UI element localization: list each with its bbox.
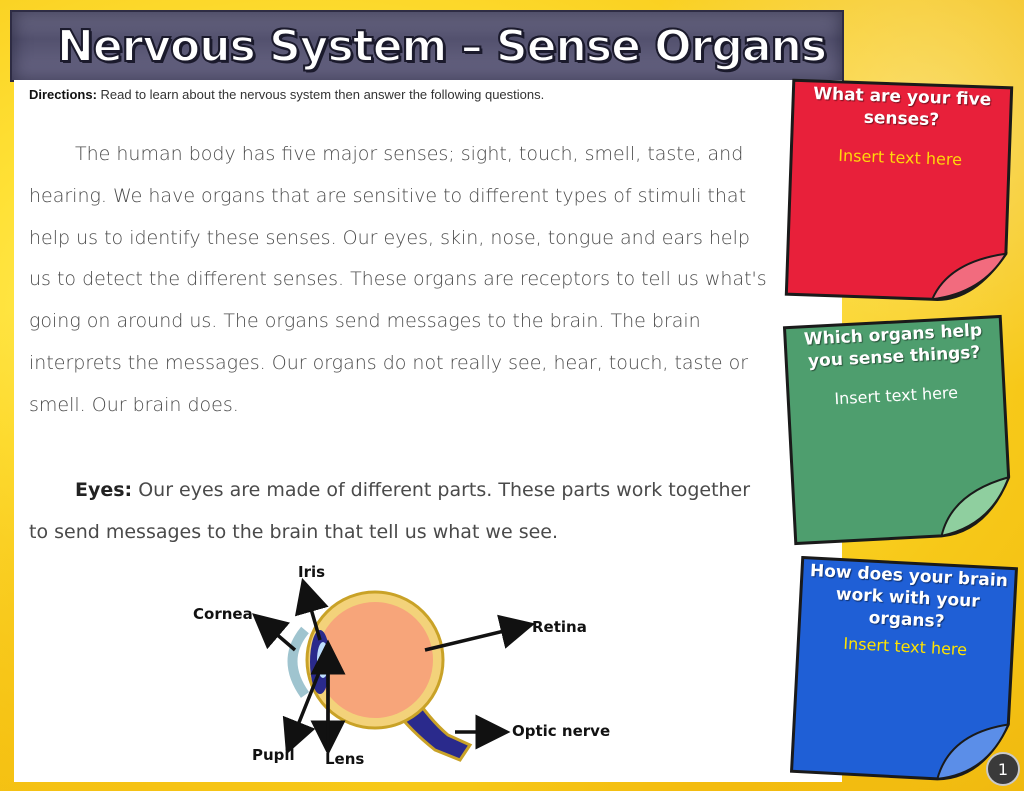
directions-label: Directions: (29, 87, 97, 102)
eye-interior (317, 602, 433, 718)
sticky-note-brain: How does your brain work with your organ… (787, 553, 1020, 786)
label-cornea: Cornea (193, 605, 253, 623)
intro-paragraph: The human body has five major senses; si… (29, 134, 774, 427)
eye-diagram (180, 560, 630, 775)
label-iris: Iris (298, 563, 326, 581)
title-banner: Nervous System – Sense Organs (10, 10, 844, 82)
eyes-paragraph: Eyes: Our eyes are made of different par… (29, 470, 774, 553)
note-question: What are your five senses? (812, 83, 992, 131)
directions-text: Read to learn about the nervous system t… (96, 87, 545, 102)
eyes-text: Our eyes are made of different parts. Th… (29, 479, 751, 543)
page-number-badge: 1 (986, 752, 1020, 786)
label-optic-nerve: Optic nerve (512, 722, 611, 740)
cornea-shape (287, 626, 310, 698)
sticky-note-blue-shape (789, 555, 1019, 781)
sticky-note-red-shape (784, 78, 1014, 301)
directions: Directions: Read to learn about the nerv… (29, 87, 544, 102)
eyes-label: Eyes: (75, 479, 133, 501)
label-lens: Lens (325, 750, 365, 768)
sticky-note-green-shape (782, 314, 1011, 546)
intro-text: The human body has five major senses; si… (29, 143, 767, 416)
eye-diagram-graphic (252, 577, 536, 762)
sticky-note-organs: Which organs help you sense things? Inse… (780, 312, 1015, 547)
sticky-note-senses: What are your five senses? Insert text h… (782, 76, 1016, 306)
page-title: Nervous System – Sense Organs (56, 20, 828, 73)
label-retina: Retina (532, 618, 587, 636)
note-question: How does your brain work with your organ… (809, 560, 1009, 633)
label-pupil: Pupil (252, 746, 295, 764)
